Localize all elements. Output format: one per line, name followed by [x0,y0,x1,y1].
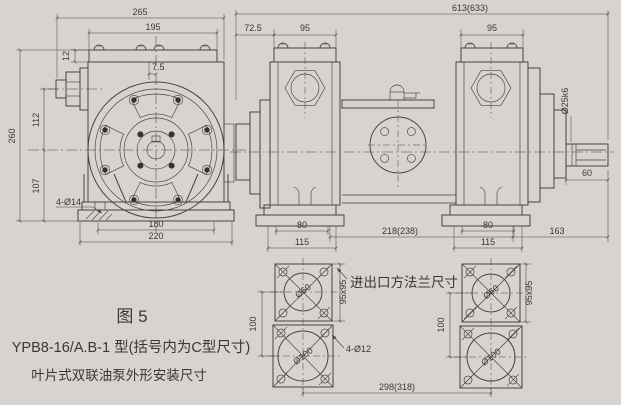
dim-head-width-right: 95 [487,23,497,33]
drive-shaft [565,143,609,167]
dim-center-offset: 7.5 [152,62,165,72]
side-view-dimensions: 613(633) 72.5 95 95 Ø25k6 60 80 80 218(2… [234,3,610,252]
figure-number: 图 5 [116,307,147,326]
dim-base-width: 220 [148,231,163,241]
dim-shaft-dia: Ø25k6 [560,88,570,115]
dim-shaft-length: 60 [582,168,592,178]
dim-plate-thickness: 12 [61,51,71,61]
dim-foot-left-outer: 115 [295,237,309,247]
relief-valve-fitting [389,84,420,101]
dim-overall-height: 260 [7,128,17,143]
figure-caption: 图 5 YPB8-16/A.B-1 型(括号内为C型尺寸) 叶片式双联油泵外形安… [12,307,251,383]
front-view-outline [28,36,246,232]
dim-foot-left-inner: 80 [297,220,307,230]
flange-bolt-holes: 4-Ø12 [346,344,371,354]
dim-pump-spacing: 218(238) [382,226,418,236]
flange-right-size: 95x95 [524,281,534,306]
flange-detail-label: 进出口方法兰尺寸 [350,275,458,290]
flange-detail-left: Ø60 95x95 100 Ø100 4-Ø12 298(318) 进出口方法兰… [248,258,493,397]
dim-foot-right-inner: 80 [483,220,493,230]
flange-left-top-dia: Ø60 [293,282,313,300]
dim-foot-right-outer: 115 [481,237,495,247]
front-view-dimensions: 265 195 12 7.5 260 112 107 4-Ø14 180 220 [7,7,234,246]
dim-head-width-left: 95 [300,23,310,33]
dim-left-offset: 72.5 [244,23,262,33]
flange-pair-spacing: 298(318) [379,382,415,392]
foot-section-hatch [85,210,113,221]
flange-left-port-spacing: 100 [248,316,258,331]
front-view: 265 195 12 7.5 260 112 107 4-Ø14 180 220 [7,7,246,246]
caption-model-line: YPB8-16/A.B-1 型(括号内为C型尺寸) [12,339,251,356]
dim-foot-span: 180 [148,219,163,229]
flange-left-size: 95x95 [338,280,348,305]
dim-upper-height: 112 [31,113,41,127]
dim-overall-length: 613(633) [452,3,488,13]
dim-bolt-span: 195 [145,22,160,32]
dim-right-overhang: 163 [549,226,564,236]
dim-lower-height: 107 [31,178,41,193]
caption-description-line: 叶片式双联油泵外形安装尺寸 [31,368,207,383]
side-view: 613(633) 72.5 95 95 Ø25k6 60 80 80 218(2… [230,3,614,252]
dim-foot-holes: 4-Ø14 [56,197,81,207]
side-view-outline [230,42,614,227]
flange-right-port-spacing: 100 [436,317,446,332]
cover-bolts [99,94,213,206]
dim-overall-width: 265 [132,7,147,17]
